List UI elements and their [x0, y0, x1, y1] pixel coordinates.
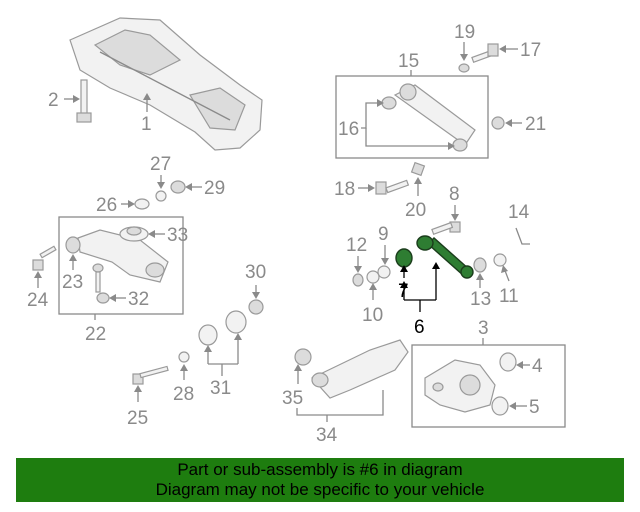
callout-6[interactable]: 6	[414, 317, 425, 338]
callout-17[interactable]: 17	[520, 40, 541, 61]
callout-29[interactable]: 29	[204, 178, 225, 199]
pin-14[interactable]	[515, 227, 530, 245]
callout-8[interactable]: 8	[449, 184, 460, 205]
callout-15[interactable]: 15	[398, 51, 419, 72]
trailing-arm[interactable]	[311, 339, 409, 399]
callout-34[interactable]: 34	[316, 425, 338, 446]
washer-28[interactable]	[178, 351, 190, 363]
bolt-2[interactable]	[76, 79, 92, 123]
box-22	[58, 216, 184, 315]
callout-11[interactable]: 11	[499, 286, 519, 307]
nut-19[interactable]	[458, 63, 470, 73]
callout-26[interactable]: 26	[96, 195, 117, 216]
callout-13[interactable]: 13	[470, 289, 491, 310]
callout-35[interactable]: 35	[282, 388, 303, 409]
box-3	[411, 344, 566, 428]
callout-9[interactable]: 9	[378, 224, 389, 245]
bushing-13[interactable]	[473, 257, 487, 273]
bolt-18[interactable]	[375, 179, 410, 195]
callout-22[interactable]: 22	[85, 324, 106, 345]
nut-29[interactable]	[170, 180, 186, 194]
callout-24[interactable]: 24	[27, 290, 49, 311]
bolt-8[interactable]	[431, 221, 461, 236]
callout-2[interactable]: 2	[48, 90, 59, 111]
stabilizer-link-32[interactable]	[92, 263, 110, 304]
bolt-24[interactable]	[32, 245, 57, 271]
callout-3[interactable]: 3	[478, 318, 489, 339]
callout-10[interactable]: 10	[362, 305, 383, 326]
bolt-25[interactable]	[132, 365, 169, 385]
bushing-5[interactable]	[491, 396, 509, 416]
callout-12[interactable]: 12	[346, 235, 367, 256]
bushing-21[interactable]	[491, 116, 505, 130]
callout-5[interactable]: 5	[529, 397, 540, 418]
callout-28[interactable]: 28	[173, 384, 194, 405]
nut-20[interactable]	[410, 161, 426, 177]
box-15	[335, 75, 489, 159]
washer-10[interactable]	[366, 270, 380, 284]
callout-31[interactable]: 31	[210, 378, 231, 399]
bushing-31[interactable]	[198, 310, 247, 346]
washer-27[interactable]	[155, 190, 167, 202]
callout-4[interactable]: 4	[532, 356, 543, 377]
callout-23[interactable]: 23	[62, 272, 83, 293]
bushing-30[interactable]	[248, 299, 264, 315]
nut-12[interactable]	[352, 273, 364, 287]
callout-14[interactable]: 14	[508, 202, 530, 223]
callout-18[interactable]: 18	[334, 179, 355, 200]
callout-7[interactable]: 7	[398, 281, 409, 302]
callout-27[interactable]: 27	[150, 154, 171, 175]
crossmember[interactable]	[69, 17, 263, 151]
callout-19[interactable]: 19	[454, 22, 475, 43]
lateral-link-6[interactable]	[416, 235, 474, 279]
banner-line-2: Diagram may not be specific to your vehi…	[155, 480, 485, 499]
bushing-7[interactable]	[395, 248, 413, 268]
bolt-17[interactable]	[471, 43, 499, 64]
callout-16[interactable]: 16	[338, 119, 359, 140]
knuckle[interactable]	[424, 359, 496, 413]
callout-33[interactable]: 33	[167, 225, 188, 246]
banner-line-1: Part or sub-assembly is #6 in diagram	[177, 460, 463, 479]
washer-11[interactable]	[493, 253, 507, 267]
bushing-35[interactable]	[294, 348, 312, 366]
callout-20[interactable]: 20	[405, 200, 426, 221]
callout-21[interactable]: 21	[525, 114, 546, 135]
callout-25[interactable]: 25	[127, 408, 148, 429]
washer-9[interactable]	[377, 265, 391, 279]
parts-diagram: 2 1 15 16 21 19 17 18 20 7 6	[27, 17, 566, 446]
spring-seat-33[interactable]	[119, 226, 149, 242]
info-banner: Part or sub-assembly is #6 in diagram Di…	[16, 458, 624, 502]
bushing-4[interactable]	[499, 352, 517, 372]
callout-1[interactable]: 1	[141, 114, 152, 135]
lower-arm[interactable]	[65, 229, 169, 283]
callout-30[interactable]: 30	[245, 262, 266, 283]
upper-arm[interactable]	[381, 83, 476, 152]
callout-32[interactable]: 32	[128, 289, 149, 310]
washer-26[interactable]	[134, 198, 150, 210]
